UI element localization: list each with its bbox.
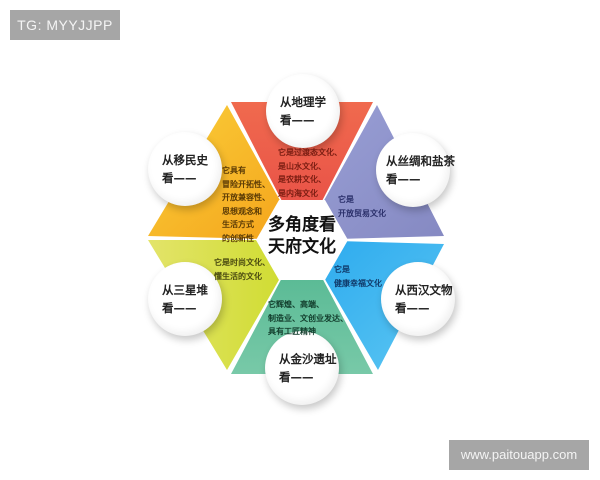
circle-title: 从三星堆 (162, 283, 208, 297)
segment-geography (231, 102, 373, 240)
desc-geography: 它是过渡态文化、 是山水文化、 是农耕文化、 是内海文化 (278, 146, 342, 200)
desc-line: 制造业、文创业发达、 (268, 313, 348, 323)
circle-subtitle: 看—— (395, 301, 430, 315)
circle-geography: 从地理学 看—— (266, 74, 340, 148)
desc-line: 是山水文化、 (278, 161, 326, 171)
circle-title: 从移民史 (162, 153, 208, 167)
desc-line: 开放兼容性、 (222, 193, 270, 202)
desc-western-han: 它是 健康幸福文化 (334, 263, 382, 290)
center-title-line1: 多角度看 (268, 215, 336, 235)
segment-migration (148, 105, 302, 240)
circle-western-han: 从西汉文物 看—— (381, 262, 455, 336)
circle-title: 从地理学 (280, 95, 326, 109)
circle-jinsha: 从金沙遗址 看—— (265, 331, 339, 405)
desc-line: 是内海文化 (278, 188, 318, 198)
center-title: 多角度看 天府文化 (262, 214, 342, 258)
watermark-bottom-right: www.paitouapp.com (449, 440, 589, 470)
circle-migration: 从移民史 看—— (148, 132, 222, 206)
desc-line: 开放贸易文化 (338, 208, 386, 218)
desc-line: 具有工匠精神 (268, 327, 316, 336)
circle-title: 从金沙遗址 (279, 352, 337, 366)
desc-line: 它是时尚文化、 (214, 258, 270, 267)
desc-line: 它辉煌、高端、 (268, 300, 324, 309)
segment-jinsha (231, 240, 373, 374)
circle-sanxingdui: 从三星堆 看—— (148, 262, 222, 336)
desc-line: 它具有 (222, 166, 246, 175)
desc-line: 是农耕文化、 (278, 175, 326, 184)
desc-line: 冒险开拓性、 (222, 179, 270, 189)
circle-subtitle: 看—— (162, 171, 197, 185)
desc-silk-salt-tea: 它是 开放贸易文化 (338, 193, 386, 220)
desc-line: 它是 (334, 265, 350, 274)
desc-migration: 它具有 冒险开拓性、 开放兼容性、 思想观念和 生活方式 的创新性 (222, 164, 270, 245)
circle-title: 从西汉文物 (395, 283, 453, 297)
circle-subtitle: 看—— (280, 113, 315, 127)
center-title-line2: 天府文化 (268, 237, 336, 257)
desc-line: 它是过渡态文化、 (278, 148, 342, 157)
circle-subtitle: 看—— (279, 370, 314, 384)
desc-jinsha: 它辉煌、高端、 制造业、文创业发达、 具有工匠精神 (268, 298, 348, 339)
circle-silk-salt-tea: 从丝绸和盐茶 看—— (376, 133, 455, 207)
desc-sanxingdui: 它是时尚文化、 懂生活的文化 (214, 256, 270, 283)
desc-line: 生活方式 (222, 220, 254, 229)
circle-subtitle: 看—— (162, 301, 197, 315)
desc-line: 健康幸福文化 (334, 278, 382, 288)
center-hexagon (256, 200, 348, 280)
watermark-top-left: TG: MYYJJPP (10, 10, 120, 40)
desc-line: 的创新性 (222, 233, 254, 243)
desc-line: 思想观念和 (222, 206, 262, 216)
circle-subtitle: 看—— (386, 172, 421, 186)
desc-line: 懂生活的文化 (214, 271, 262, 281)
circle-title: 从丝绸和盐茶 (386, 154, 455, 168)
desc-line: 它是 (338, 195, 354, 204)
